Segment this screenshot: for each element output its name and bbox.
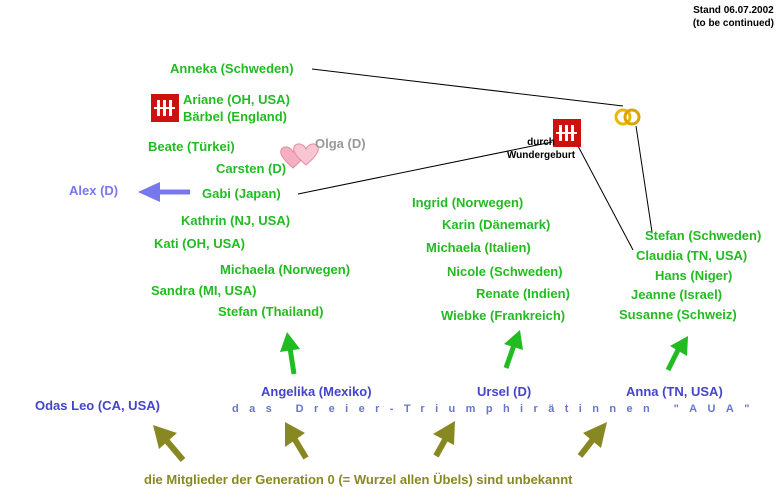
arrow-icon [665,336,688,372]
person-stefan-schweden: Stefan (Schweden) [645,228,762,243]
person-beate: Beate (Türkei) [148,139,235,154]
person-stefan-thailand: Stefan (Thailand) [218,304,324,319]
arrow-icon [285,422,309,460]
person-hans: Hans (Niger) [655,268,733,283]
zwilling-logo-icon [151,94,179,122]
stand-note: (to be continued) [692,18,774,29]
wundergeburt-line2: Wundergeburt [506,150,576,161]
person-odas-leo: Odas Leo (CA, USA) [35,398,160,413]
person-anna: Anna (TN, USA) [626,384,723,399]
stand-info: Stand 06.07.2002 (to be continued) [693,4,774,30]
person-jeanne: Jeanne (Israel) [631,287,723,302]
person-kathrin: Kathrin (NJ, USA) [181,213,291,228]
hearts-icon [280,143,319,169]
person-michaela-norwegen: Michaela (Norwegen) [220,262,351,277]
person-anneka: Anneka (Schweden) [170,61,294,76]
person-ariane: Ariane (OH, USA) [183,92,290,107]
person-olga: Olga (D) [315,136,366,151]
person-renate: Renate (Indien) [476,286,570,301]
generation-zero-note: die Mitglieder der Generation 0 (= Wurze… [144,472,573,487]
wundergeburt-label: durch Wundergeburt [500,136,582,162]
person-claudia: Claudia (TN, USA) [636,248,748,263]
person-alex: Alex (D) [69,183,119,198]
trio-label: das Dreier-Triumphirätinnen "AUA" [232,403,760,415]
arrow-icon [138,182,190,202]
person-gabi: Gabi (Japan) [202,186,281,201]
person-sandra: Sandra (MI, USA) [151,283,257,298]
person-wiebke: Wiebke (Frankreich) [441,308,566,323]
person-nicole: Nicole (Schweden) [447,264,563,279]
arrow-icon [280,332,300,375]
zwilling-logo-icon [553,119,581,147]
person-baerbel: Bärbel (England) [183,109,288,124]
wedding-rings-icon [614,108,641,126]
person-kati: Kati (OH, USA) [154,236,245,251]
arrow-icon [433,421,455,458]
person-susanne: Susanne (Schweiz) [619,307,737,322]
person-carsten: Carsten (D) [216,161,287,176]
person-michaela-italien: Michaela (Italien) [426,240,531,255]
person-ingrid: Ingrid (Norwegen) [412,195,524,210]
person-ursel: Ursel (D) [477,384,532,399]
person-angelika: Angelika (Mexiko) [261,384,372,399]
person-karin: Karin (Dänemark) [442,217,551,232]
arrow-icon [503,330,523,369]
wundergeburt-line1: durch [527,137,555,148]
stand-date: Stand 06.07.2002 [693,5,774,16]
arrow-icon [577,422,607,458]
arrow-icon [153,425,186,462]
